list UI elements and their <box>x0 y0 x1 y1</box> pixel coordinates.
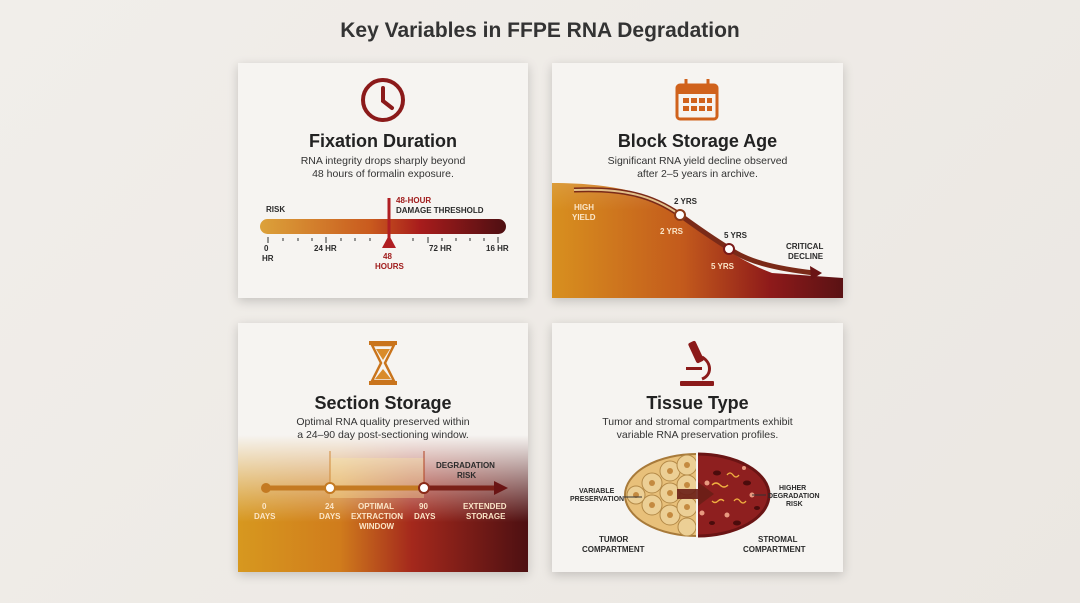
marker-label-1: 48 <box>383 252 392 261</box>
tick-0-unit: HR <box>262 254 274 263</box>
tissue-diagram <box>624 451 771 539</box>
card-fixation-duration: Fixation Duration RNA integrity drops sh… <box>238 63 528 298</box>
threshold-label-2: DAMAGE THRESHOLD <box>396 206 484 215</box>
degradation-risk-label-2: RISK <box>457 471 477 480</box>
label-24-days: DAYS <box>319 512 341 521</box>
card-subtitle-2: variable RNA preservation profiles. <box>616 429 779 441</box>
card-subtitle-1: Tumor and stromal compartments exhibit <box>602 416 793 428</box>
critical-label-1: CRITICAL <box>786 242 824 251</box>
card-subtitle-1: RNA integrity drops sharply beyond <box>300 155 466 167</box>
label-5yrs-below: 5 YRS <box>711 262 734 271</box>
tick-end: 16 HR <box>486 244 509 253</box>
threshold-label-1: 48-HOUR <box>396 196 432 205</box>
microscope-icon <box>680 340 714 386</box>
optimal-label-2: EXTRACTION <box>351 512 403 521</box>
risk-bar <box>260 219 506 234</box>
timeline-arrowhead <box>494 481 508 495</box>
marker-label-2: HOURS <box>375 262 404 271</box>
tumor-compartment <box>624 453 696 537</box>
clock-icon <box>361 78 405 122</box>
label-90-days: DAYS <box>414 512 436 521</box>
optimal-label-3: WINDOW <box>359 522 395 531</box>
critical-label-2: DECLINE <box>788 252 824 261</box>
label-90: 90 <box>419 502 428 511</box>
page-title: Key Variables in FFPE RNA Degradation <box>340 19 740 42</box>
card-subtitle-1: Significant RNA yield decline observed <box>607 155 788 167</box>
label-2yrs-above: 2 YRS <box>674 197 697 206</box>
stromal-label-1: STROMAL <box>758 535 798 544</box>
tumor-label-1: TUMOR <box>599 535 629 544</box>
card-title: Tissue Type <box>646 393 749 413</box>
high-yield-label-2: YIELD <box>572 213 596 222</box>
stromal-label-2: COMPARTMENT <box>743 545 806 554</box>
card-title: Block Storage Age <box>617 131 778 151</box>
card-title: Fixation Duration <box>309 131 457 151</box>
card-section-storage: Section Storage Optimal RNA quality pres… <box>238 323 528 572</box>
higher-risk-label-3: RISK <box>786 501 803 508</box>
card-block-storage-age: Block Storage Age Significant RNA yield … <box>552 63 843 298</box>
optimal-label-1: OPTIMAL <box>358 502 394 511</box>
tumor-label-2: COMPARTMENT <box>582 545 645 554</box>
transition-arrow <box>677 482 714 506</box>
tick-72: 72 HR <box>429 244 452 253</box>
higher-risk-label-1: HIGHER <box>779 485 807 492</box>
hourglass-icon <box>369 341 397 385</box>
tick-0: 0 <box>264 244 269 253</box>
storage-window-background <box>238 323 528 572</box>
extended-label-2: STORAGE <box>466 512 506 521</box>
yield-decline-background <box>552 123 843 298</box>
degradation-risk-label-1: DEGRADATION <box>436 461 495 470</box>
label-0-days: DAYS <box>254 512 276 521</box>
card-subtitle-2: 48 hours of formalin exposure. <box>312 168 454 180</box>
variable-label-1: VARIABLE <box>579 488 615 495</box>
calendar-icon <box>675 79 719 121</box>
risk-timeline <box>260 198 506 248</box>
point-24-days <box>324 482 336 494</box>
card-subtitle-2: a 24–90 day post-sectioning window. <box>297 429 469 441</box>
variable-label-2: PRESERVATION <box>570 496 625 503</box>
label-5yrs-above: 5 YRS <box>724 231 747 240</box>
card-tissue-type: Tissue Type Tumor and stromal compartmen… <box>552 323 843 572</box>
tick-24: 24 HR <box>314 244 337 253</box>
higher-risk-label-2: DEGRADATION <box>768 493 820 500</box>
card-subtitle-1: Optimal RNA quality preserved within <box>296 416 470 428</box>
decline-arrowhead <box>810 266 822 280</box>
risk-label: RISK <box>266 205 286 214</box>
card-title: Section Storage <box>314 393 452 413</box>
extended-label-1: EXTENDED <box>463 502 507 511</box>
label-24: 24 <box>325 502 334 511</box>
point-90-days <box>418 482 430 494</box>
point-0-days <box>261 483 271 493</box>
label-2yrs-below: 2 YRS <box>660 227 683 236</box>
high-yield-label-1: HIGH <box>574 203 594 212</box>
card-subtitle-2: after 2–5 years in archive. <box>637 168 758 180</box>
stromal-compartment <box>698 452 771 538</box>
point-2yrs <box>674 209 686 221</box>
point-5yrs <box>723 243 735 255</box>
label-0: 0 <box>262 502 267 511</box>
threshold-marker <box>382 235 396 248</box>
